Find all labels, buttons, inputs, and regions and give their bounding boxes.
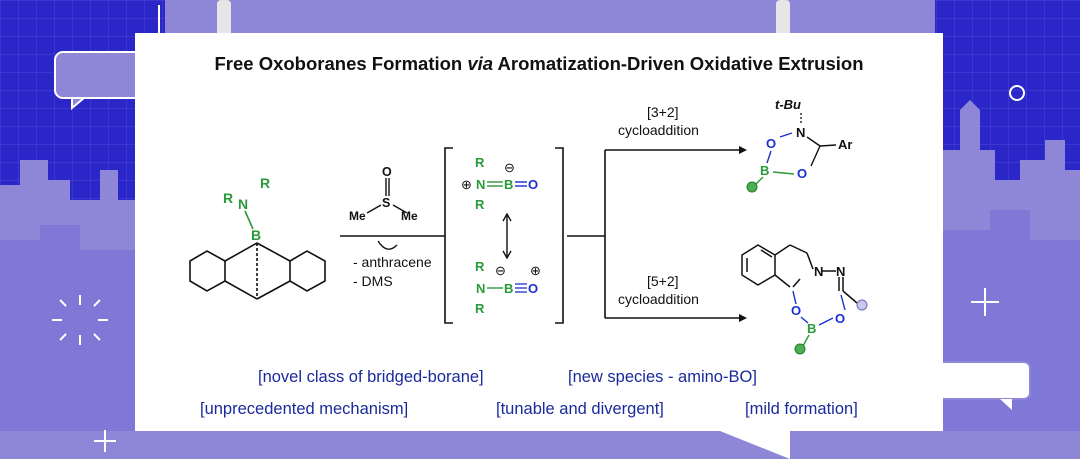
reaction-scheme: B N R R O S Me Me - anthracene - DMS R ⊕… (189, 97, 868, 355)
scheme-card: Free Oxoboranes Formation via Aromatizat… (135, 33, 943, 431)
divergent-arrows (567, 149, 743, 319)
reaction-1-line-1: [3+2] (647, 104, 679, 120)
p2-substituent-ball-bottom (794, 343, 806, 355)
p1-boron: B (760, 163, 769, 178)
res1-minus: ⊖ (504, 160, 515, 175)
title-part-1: Free Oxoboranes Formation (214, 53, 468, 74)
p2-oxygen-left: O (791, 303, 801, 318)
keyword-tunable-divergent: [tunable and divergent] (496, 400, 664, 418)
dmso-methyl-right: Me (401, 209, 418, 223)
sm-boron: B (251, 227, 261, 243)
sm-nitrogen: N (238, 196, 248, 212)
keyword-mild-formation: [mild formation] (745, 400, 858, 418)
keyword-unprecedented-mechanism: [unprecedented mechanism] (200, 400, 409, 418)
p1-aryl: Ar (838, 137, 852, 152)
sm-r-right: R (260, 175, 270, 191)
res1-r-bottom: R (475, 197, 485, 212)
arrowhead-3-2 (739, 146, 747, 154)
dmso-structure (366, 178, 408, 214)
arrowhead-5-2 (739, 314, 747, 322)
res1-plus: ⊕ (461, 177, 472, 192)
p1-oxygen-top: O (766, 136, 776, 151)
sm-r-left: R (223, 190, 233, 206)
res1-r-top: R (475, 155, 485, 170)
res1-boron: B (504, 177, 513, 192)
starting-material (189, 210, 326, 300)
dmso-oxygen: O (382, 165, 392, 179)
res2-nitrogen: N (476, 281, 485, 296)
byproduct-anthracene: - anthracene (353, 254, 432, 270)
title-italic-via: via (467, 53, 494, 74)
keyword-new-species: [new species - amino-BO] (568, 368, 757, 386)
scheme-title: Free Oxoboranes Formation via Aromatizat… (135, 53, 943, 75)
p1-tbu: t-Bu (775, 97, 801, 112)
res2-r-top: R (475, 259, 485, 274)
res2-oxygen: O (528, 281, 538, 296)
p1-substituent-ball (746, 181, 758, 193)
p1-oxygen-right: O (797, 166, 807, 181)
product-5-2: N N O B O (741, 244, 868, 355)
dmso-sulfur: S (382, 196, 390, 210)
res2-boron: B (504, 281, 513, 296)
res2-plus: ⊕ (530, 263, 541, 278)
p2-nitrogen-2: N (836, 264, 845, 279)
dmso-methyl-left: Me (349, 209, 366, 223)
title-part-2: Aromatization-Driven Oxidative Extrusion (493, 53, 864, 74)
res1-nitrogen: N (476, 177, 485, 192)
reaction-1-line-2: cycloaddition (618, 122, 699, 138)
byproduct-dms: - DMS (353, 273, 393, 289)
p2-substituent-ball-top (856, 299, 868, 311)
keyword-novel-class: [novel class of bridged-borane] (258, 368, 484, 386)
p2-boron: B (807, 321, 816, 336)
p1-nitrogen: N (796, 125, 805, 140)
res2-r-bottom: R (475, 301, 485, 316)
resonance-brackets (444, 147, 564, 324)
p2-nitrogen-1: N (814, 264, 823, 279)
byproduct-curved-arrow (377, 240, 398, 250)
res2-minus: ⊖ (495, 263, 506, 278)
product-3-2: t-Bu N O B O Ar (746, 97, 852, 193)
res1-oxygen: O (528, 177, 538, 192)
reaction-2-line-2: cycloaddition (618, 291, 699, 307)
p2-oxygen-right: O (835, 311, 845, 326)
resonance-arrow (502, 212, 512, 260)
reaction-2-line-1: [5+2] (647, 273, 679, 289)
